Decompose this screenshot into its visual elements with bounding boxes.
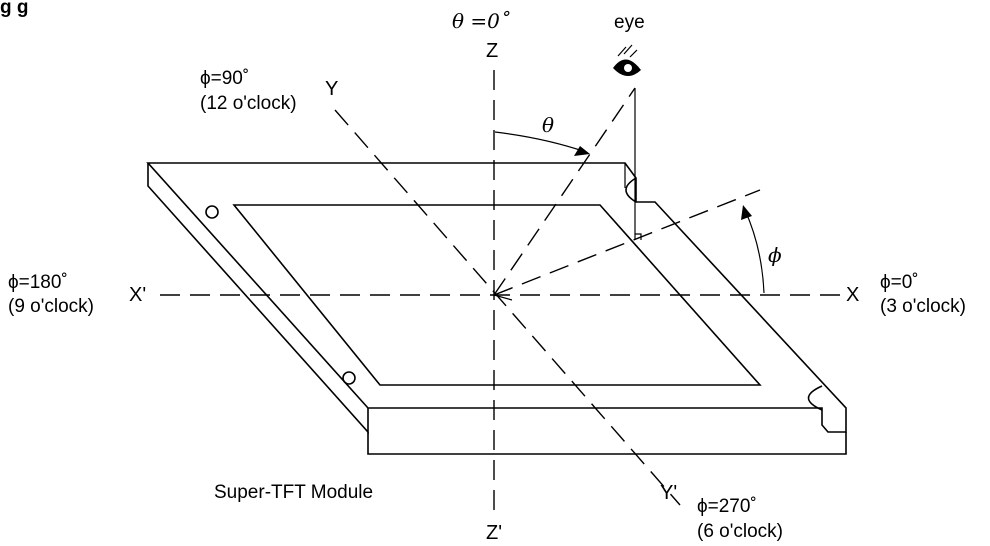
view-direction (493, 87, 765, 301)
module-top-face (146, 162, 847, 433)
phi-180-clock-label: (9 o'clock) (8, 296, 94, 317)
origin-arrow-b (493, 287, 513, 296)
axes (160, 70, 840, 520)
display-panel (232, 204, 762, 386)
eye-label: eye (614, 12, 645, 33)
theta-arc (494, 131, 587, 153)
phi-symbol: ϕ (768, 243, 782, 267)
title-fragment: g g (0, 0, 29, 18)
y-neg-axis-label: Y' (660, 482, 677, 504)
mounting-hole-top (205, 205, 219, 219)
module-front-face (367, 432, 847, 455)
tft-module (146, 162, 847, 455)
phi-projection-line (493, 189, 761, 296)
lower-notch (807, 385, 823, 411)
module-left-face (147, 163, 369, 435)
theta-zero-label: θ =0˚ (452, 9, 510, 33)
y-axis-label: Y (325, 78, 338, 100)
module-label: Super-TFT Module (214, 482, 373, 503)
z-axis-label: Z (486, 40, 498, 62)
phi-arrowhead (741, 205, 752, 220)
y-axis-line (334, 109, 681, 506)
phi-270-label: ϕ=270˚ (697, 496, 757, 517)
upper-notch (625, 177, 637, 203)
phi-90-label: ϕ=90˚ (200, 68, 249, 89)
phi-0-clock-label: (3 o'clock) (880, 296, 966, 317)
eye-icon (613, 44, 641, 77)
phi-0-label: ϕ=0˚ (880, 272, 919, 293)
line-of-sight (493, 87, 636, 296)
right-angle-mark (635, 233, 642, 240)
phi-270-clock-label: (6 o'clock) (697, 521, 783, 542)
phi-90-clock-label: (12 o'clock) (200, 93, 297, 114)
phi-arc (744, 209, 765, 294)
x-neg-axis-label: X' (129, 284, 146, 306)
phi-180-label: ϕ=180˚ (8, 272, 68, 293)
mounting-hole-bottom (342, 371, 356, 385)
x-axis-label: X (846, 284, 859, 306)
z-neg-axis-label: Z' (486, 522, 502, 544)
theta-arrowhead (574, 146, 590, 156)
theta-symbol: θ (542, 113, 554, 137)
origin-arrow-a (493, 294, 513, 301)
